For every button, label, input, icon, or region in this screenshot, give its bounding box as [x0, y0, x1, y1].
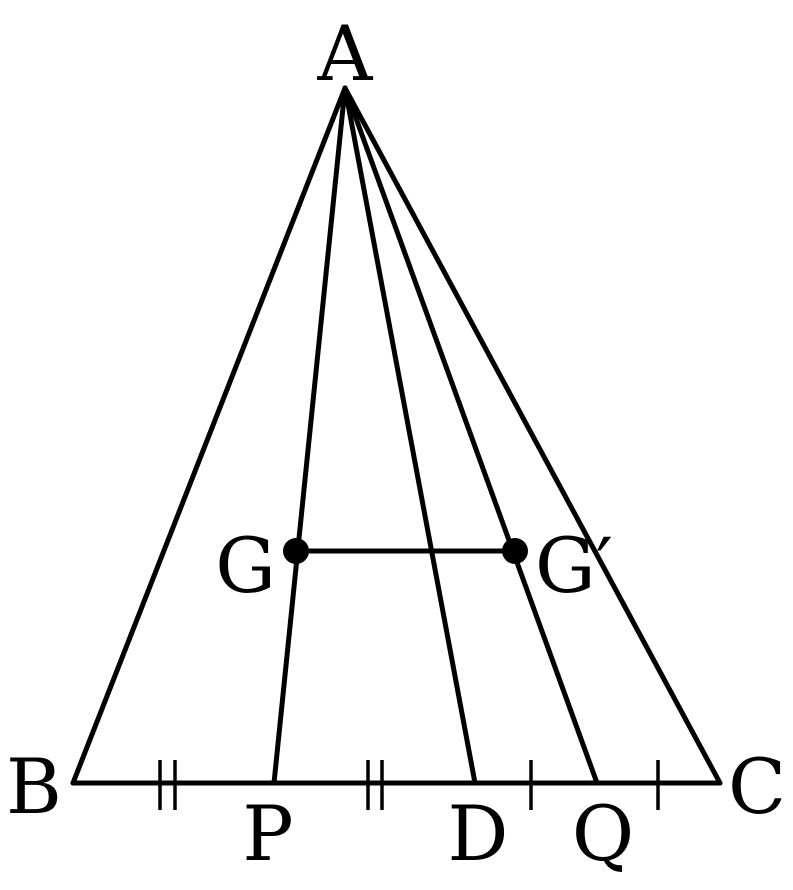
label-C: C — [728, 742, 786, 831]
label-G: G — [215, 521, 276, 610]
segment-AQ — [342, 85, 600, 786]
segment-AD — [342, 85, 478, 786]
tick-marks-BP — [158, 760, 177, 810]
segment-AB — [70, 85, 348, 786]
label-B: B — [6, 742, 62, 831]
segment-AC — [342, 85, 723, 786]
tick-marks-PD — [366, 760, 384, 810]
label-A: A — [317, 9, 374, 98]
segment-AP — [271, 85, 348, 786]
point-G-prime — [502, 538, 528, 564]
label-P: P — [242, 789, 293, 878]
label-Q: Q — [572, 789, 634, 878]
label-D: D — [448, 789, 509, 878]
point-G — [283, 538, 309, 564]
label-G-prime: G′ — [535, 521, 613, 610]
